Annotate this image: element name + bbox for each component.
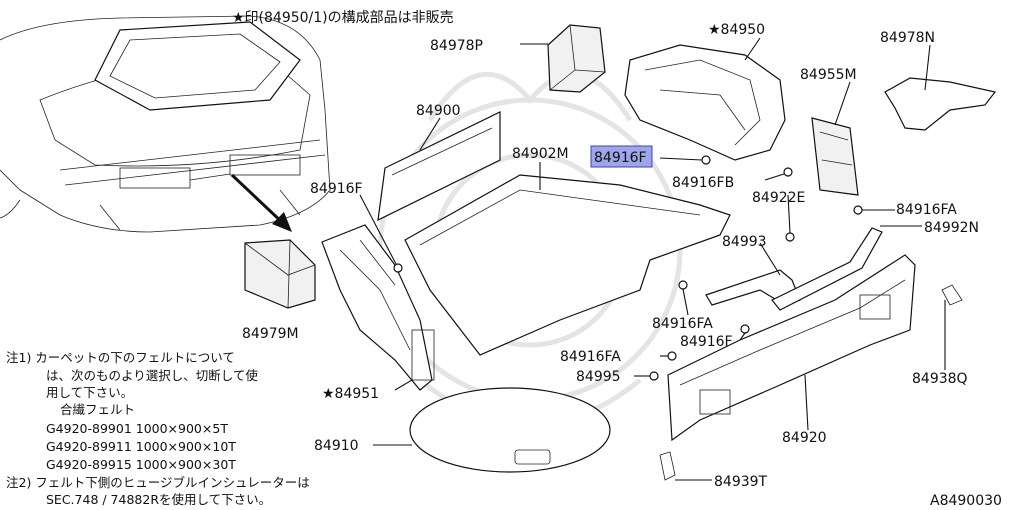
label-84951[interactable]: ★84951 bbox=[322, 386, 379, 402]
part-84910-shape bbox=[409, 387, 611, 473]
felt-option-2: G4920-89911 1000×900×10T bbox=[46, 439, 236, 454]
label-84950[interactable]: ★84950 bbox=[708, 22, 765, 38]
part-84978N-shape bbox=[884, 77, 997, 131]
label-84916FB[interactable]: 84916FB bbox=[672, 175, 734, 191]
label-84992N[interactable]: 84992N bbox=[924, 220, 979, 236]
label-84955M[interactable]: 84955M bbox=[800, 67, 857, 83]
highlight-box bbox=[590, 145, 653, 168]
label-84979M[interactable]: 84979M bbox=[242, 326, 299, 342]
note2-line1: 注2) フェルト下側のヒュージブルインシュレーターは bbox=[6, 475, 310, 490]
label-84916FA-right[interactable]: 84916FA bbox=[896, 202, 957, 218]
note1-line1: 注1) カーペットの下のフェルトについて bbox=[6, 350, 235, 365]
arrow-head bbox=[272, 212, 292, 232]
part-84951-shape bbox=[321, 224, 435, 391]
label-84922E[interactable]: 84922E bbox=[752, 190, 805, 206]
label-84916F-left[interactable]: 84916F bbox=[310, 181, 363, 197]
label-84938Q[interactable]: 84938Q bbox=[912, 371, 968, 387]
part-84955M-shape bbox=[811, 117, 859, 196]
label-84916F-highlighted[interactable]: 84916F bbox=[594, 150, 647, 166]
label-84910[interactable]: 84910 bbox=[314, 438, 359, 454]
part-84938Q-shape bbox=[941, 284, 963, 306]
part-84920-shape bbox=[667, 254, 916, 442]
part-84979M-shape bbox=[244, 239, 316, 309]
part-84992N-shape bbox=[771, 227, 883, 311]
label-84995[interactable]: 84995 bbox=[576, 369, 621, 385]
note1-line4: 合繊フェルト bbox=[60, 402, 135, 417]
part-84900-shape bbox=[377, 111, 501, 222]
label-84902M[interactable]: 84902M bbox=[512, 146, 569, 162]
label-84900[interactable]: 84900 bbox=[416, 103, 461, 119]
note1-line2: は、次のものより選択し、切断して使 bbox=[46, 368, 258, 383]
part-84902M-shape bbox=[404, 174, 731, 356]
direction-arrow bbox=[230, 173, 287, 227]
label-84920[interactable]: 84920 bbox=[782, 430, 827, 446]
diagram-id: A8490030 bbox=[930, 493, 1002, 509]
label-84916FA-lower[interactable]: 84916FA bbox=[560, 349, 621, 365]
note2-line2: SEC.748 / 74882Rを使用して下さい。 bbox=[46, 492, 271, 507]
header-note: ★印(84950/1)の構成部品は非販売 bbox=[232, 10, 454, 26]
label-84916F-middle[interactable]: 84916F bbox=[680, 334, 733, 350]
label-84916FA-middle[interactable]: 84916FA bbox=[652, 316, 713, 332]
note1-line3: 用して下さい。 bbox=[46, 385, 133, 400]
felt-option-3: G4920-89915 1000×900×30T bbox=[46, 457, 236, 472]
felt-option-1: G4920-89901 1000×900×5T bbox=[46, 421, 228, 436]
label-84993[interactable]: 84993 bbox=[722, 234, 767, 250]
part-84978P-shape bbox=[547, 24, 606, 93]
leader-lines bbox=[359, 37, 946, 481]
part-84939T-shape bbox=[659, 451, 676, 481]
label-84939T[interactable]: 84939T bbox=[714, 474, 768, 490]
label-84978P[interactable]: 84978P bbox=[430, 38, 483, 54]
label-84978N[interactable]: 84978N bbox=[880, 30, 935, 46]
part-84950-shape bbox=[624, 44, 786, 161]
car-rear-illustration bbox=[0, 15, 331, 233]
